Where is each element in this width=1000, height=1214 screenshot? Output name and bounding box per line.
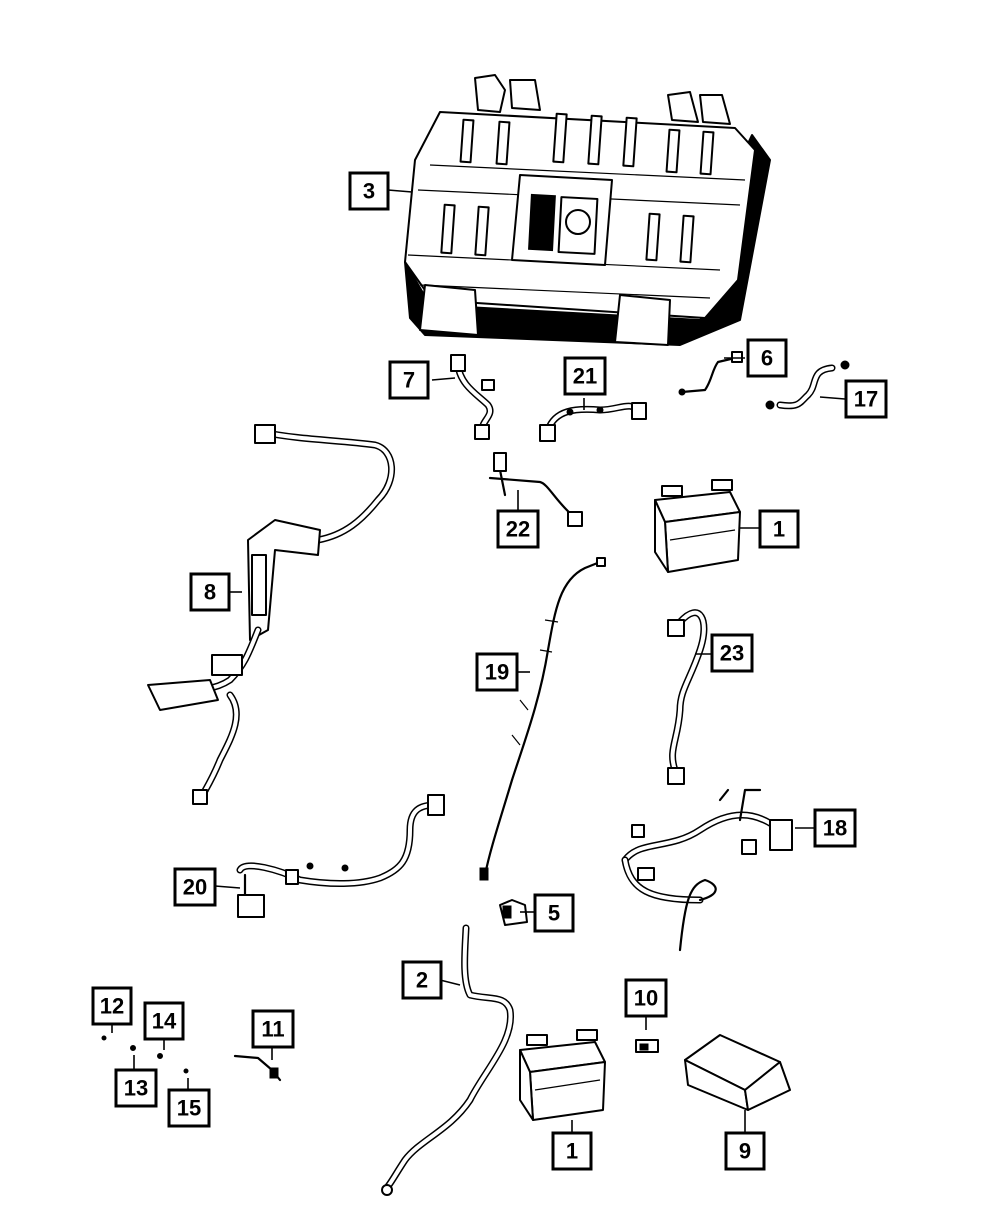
callout-13: 13 [114,1068,158,1108]
harness-23-illustration [667,609,708,785]
cable-6-illustration [678,351,743,396]
cable-19-illustration [479,557,606,881]
callout-3: 3 [348,171,390,211]
callout-5: 5 [533,893,575,933]
callout-23: 23 [710,633,754,673]
callout-2: 2 [401,960,443,1000]
callout-14: 14 [143,1001,185,1041]
callout-10: 10 [624,978,668,1018]
svg-text:3: 3 [363,179,375,204]
battery-pack-illustration [404,74,771,346]
harness-21-illustration [539,402,647,442]
fasteners-illustration [101,1035,189,1074]
battery-upper-illustration [654,479,741,573]
svg-text:19: 19 [485,660,509,685]
svg-text:9: 9 [739,1139,751,1164]
callout-8: 8 [189,572,231,612]
svg-text:1: 1 [566,1139,578,1164]
harness-20-illustration [236,794,445,918]
svg-text:2: 2 [416,968,428,993]
sensor-10-illustration [635,1039,659,1053]
callout-18: 18 [813,808,857,848]
svg-text:20: 20 [183,875,207,900]
sensor-11-illustration [233,1054,282,1082]
callout-20: 20 [173,867,217,907]
svg-text:12: 12 [100,994,124,1019]
sensor-5-illustration [499,899,528,926]
svg-text:7: 7 [403,368,415,393]
battery-lower-illustration [519,1029,606,1121]
callout-19: 19 [475,652,519,692]
callout-22: 22 [496,509,540,549]
svg-text:13: 13 [124,1076,148,1101]
svg-text:5: 5 [548,901,560,926]
fastener-15 [183,1068,189,1074]
callout-11: 11 [251,1009,295,1049]
svg-text:8: 8 [204,580,216,605]
harness-7-illustration [450,354,495,440]
callout-17: 17 [844,379,888,419]
callout-1-upper: 1 [758,509,800,549]
callout-7: 7 [388,360,430,400]
svg-text:18: 18 [823,816,847,841]
svg-text:14: 14 [152,1009,177,1034]
fastener-12 [101,1035,107,1041]
leader-lines [111,189,846,1132]
callout-1-lower: 1 [551,1131,593,1171]
svg-text:1: 1 [773,517,785,542]
svg-text:10: 10 [634,986,658,1011]
harness-22-illustration [488,452,583,527]
svg-text:17: 17 [854,387,878,412]
svg-text:15: 15 [177,1096,201,1121]
svg-text:23: 23 [720,641,744,666]
svg-text:11: 11 [261,1017,284,1042]
svg-text:22: 22 [506,517,530,542]
harness-8-illustration [147,424,396,805]
fastener-14 [157,1053,163,1059]
callout-15: 15 [167,1088,211,1128]
callout-9: 9 [724,1131,766,1171]
svg-text:6: 6 [761,346,773,371]
battery-tray-illustration [684,1034,791,1111]
cable-17-illustration [765,360,850,410]
callout-21: 21 [563,356,607,396]
harness-18-illustration [621,788,793,952]
cable-2-illustration [381,924,515,1196]
fastener-13 [130,1045,136,1051]
callout-12: 12 [91,986,133,1026]
callout-6: 6 [746,338,788,378]
svg-text:21: 21 [573,364,597,389]
